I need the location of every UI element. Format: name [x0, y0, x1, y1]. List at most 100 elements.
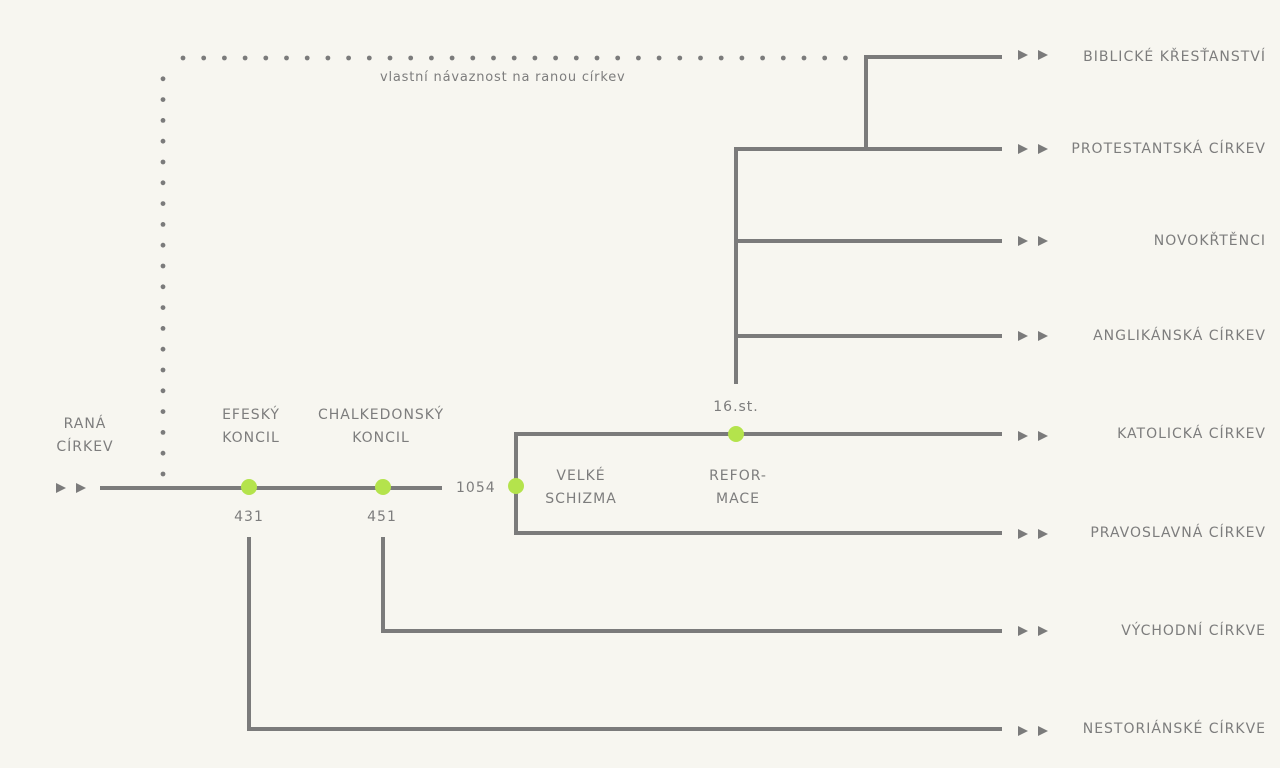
start-label-line1: RANÁ	[63, 416, 107, 432]
chalkedonsky-label-line2: KONCIL	[352, 430, 410, 446]
efesky-label-line1: EFESKÝ	[222, 407, 280, 423]
dotted-path-dot	[160, 97, 166, 102]
dotted-path-dot	[242, 55, 248, 61]
dotted-path-dot	[263, 55, 269, 61]
branch-arrow-icon	[1038, 431, 1048, 441]
chalkedonsky-label-line1: CHALKEDONSKÝ	[317, 407, 445, 423]
dotted-path-dot	[160, 180, 166, 186]
dotted-path-dot	[573, 55, 579, 61]
dotted-path-dot	[160, 242, 166, 248]
dotted-path-dot	[366, 55, 372, 61]
dotted-path-dot	[160, 263, 166, 269]
dotted-path-dot	[843, 55, 848, 61]
branch-label-katolicka: KATOLICKÁ CÍRKEV	[1117, 426, 1266, 442]
nestorian-branch-line	[247, 537, 1002, 731]
dotted-note: vlastní návaznost na ranou církev	[380, 70, 626, 85]
dotted-path-dot	[160, 388, 166, 394]
branch-arrow-icon	[1038, 626, 1048, 636]
dotted-path-dot	[449, 55, 455, 61]
dotted-path-dot	[201, 55, 207, 61]
branch-label-protestantska: PROTESTANTSKÁ CÍRKEV	[1071, 141, 1266, 157]
dotted-path-dot	[491, 55, 496, 61]
branch-arrow-icon	[1018, 529, 1028, 539]
branch-arrow-icon	[1018, 431, 1028, 441]
dotted-path-dot	[780, 55, 786, 61]
dotted-path-dot	[656, 55, 662, 61]
dotted-path-dot	[470, 55, 476, 61]
dotted-path-dot	[160, 118, 166, 123]
branch-label-pravoslavna: PRAVOSLAVNÁ CÍRKEV	[1090, 525, 1266, 541]
dotted-path-dot	[532, 55, 538, 61]
dotted-path-dot	[160, 367, 166, 373]
dotted-path-dot	[160, 326, 166, 331]
start-arrow-icon	[76, 483, 86, 493]
reformace-label-line2: MACE	[715, 491, 761, 507]
dotted-path-dot	[408, 55, 414, 61]
branch-arrow-icon	[1018, 144, 1028, 154]
branch-arrow-icon	[1018, 726, 1028, 736]
dotted-path-dot	[160, 284, 166, 290]
branch-arrow-icon	[1038, 236, 1048, 246]
dotted-path-dot	[160, 159, 166, 165]
dotted-path-dot	[822, 55, 828, 61]
dotted-path-dot	[739, 55, 745, 61]
dotted-path-dot	[160, 138, 166, 144]
dotted-path-dot	[160, 305, 166, 310]
dotted-path-dot	[160, 76, 166, 82]
dotted-path-dot	[160, 450, 166, 456]
start-label-line2: CÍRKEV	[56, 439, 114, 455]
branch-arrow-icon	[1038, 331, 1048, 341]
dotted-path-dot	[160, 409, 166, 414]
dotted-path-dot	[553, 55, 558, 61]
branch-arrow-icon	[1018, 626, 1028, 636]
dotted-path-dot	[284, 55, 289, 61]
dotted-path-dot	[160, 201, 166, 207]
dotted-path-dot	[325, 55, 331, 61]
efesky-label-line2: KONCIL	[222, 430, 280, 446]
start-arrow-icon	[56, 483, 66, 493]
dotted-path-dot	[160, 471, 166, 477]
branch-arrow-icon	[1038, 50, 1048, 60]
dotted-path-dot	[594, 55, 600, 61]
dotted-path-dot	[760, 55, 765, 61]
dotted-path-dot	[346, 55, 351, 61]
dotted-path-dot	[160, 430, 166, 435]
branch-label-biblicke: BIBLICKÉ KŘESŤANSTVÍ	[1083, 49, 1266, 65]
branch-arrow-icon	[1018, 236, 1028, 246]
branch-arrow-icon	[1038, 529, 1048, 539]
dotted-path-dot	[615, 55, 621, 61]
dotted-path-dot	[429, 55, 434, 61]
reformace-century: 16.st.	[713, 399, 759, 415]
branch-label-anglikanska: ANGLIKÁNSKÁ CÍRKEV	[1093, 328, 1266, 344]
event-dot-schizma	[508, 478, 524, 494]
branch-arrow-icon	[1018, 50, 1028, 60]
branch-arrow-icon	[1018, 331, 1028, 341]
branch-label-vychodni: VÝCHODNÍ CÍRKVE	[1121, 623, 1266, 639]
dotted-path-dot	[718, 55, 724, 61]
dotted-path-dot	[636, 55, 641, 61]
event-dot-reformace	[728, 426, 744, 442]
biblical-link-line	[864, 55, 1002, 149]
efesky-year: 431	[234, 509, 264, 525]
branch-arrow-icon	[1038, 144, 1048, 154]
dotted-path-dot	[304, 55, 310, 61]
reformace-label-line1: REFOR-	[709, 468, 767, 484]
schizma-label-line1: VELKÉ	[556, 468, 606, 484]
dotted-path-dot	[511, 55, 517, 61]
dotted-continuity-path	[160, 55, 848, 477]
schizma-label-line2: SCHIZMA	[545, 491, 617, 507]
branch-label-nestorianske: NESTORIÁNSKÉ CÍRKVE	[1082, 721, 1266, 737]
branch-arrow-icon	[1038, 726, 1048, 736]
eastern-branch-line	[381, 537, 1002, 633]
dotted-path-dot	[698, 55, 703, 61]
dotted-path-dot	[160, 346, 166, 352]
dotted-path-dot	[801, 55, 807, 61]
chalkedonsky-year: 451	[367, 509, 397, 525]
branch-label-novokrtenci: NOVOKŘTĚNCI	[1153, 233, 1266, 249]
dotted-path-dot	[160, 222, 166, 227]
dotted-path-dot	[677, 55, 683, 61]
dotted-path-dot	[387, 55, 393, 61]
dotted-path-dot	[222, 55, 227, 61]
dotted-path-dot	[180, 55, 186, 61]
